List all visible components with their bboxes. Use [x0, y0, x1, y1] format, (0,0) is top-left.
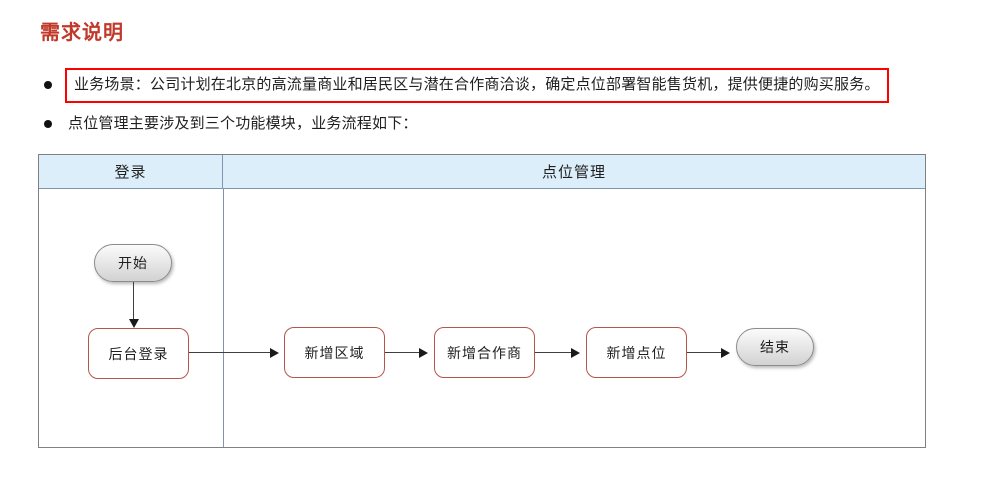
column-divider — [223, 189, 224, 447]
requirement-bullet-business-scenario: 业务场景：公司计划在北京的高流量商业和居民区与潜在合作商洽谈，确定点位部署智能售… — [44, 67, 889, 103]
flow-node-add-site: 新增点位 — [586, 327, 687, 378]
table-body-row: 开始 后台登录 新增区域 新增合作商 新增点位 结束 — [39, 189, 925, 447]
connector-login-to-area — [189, 352, 271, 354]
table-header-row: 登录 点位管理 — [39, 155, 925, 189]
connector-site-to-end — [687, 352, 722, 354]
flow-node-add-partner: 新增合作商 — [434, 327, 535, 378]
bullet-dot-icon — [44, 120, 52, 128]
arrow-right-icon — [721, 348, 730, 358]
connector-partner-to-site — [535, 352, 572, 354]
arrow-right-icon — [419, 348, 428, 358]
page-title: 需求说明 — [40, 22, 124, 44]
flow-node-end: 结束 — [736, 328, 814, 366]
connector-start-to-login — [133, 282, 135, 320]
arrow-right-icon — [270, 348, 279, 358]
bullet-dot-icon — [44, 81, 52, 89]
flow-node-backend-login: 后台登录 — [88, 328, 189, 379]
flow-node-start: 开始 — [94, 244, 172, 282]
arrow-down-icon — [128, 319, 139, 328]
table-header-login: 登录 — [39, 155, 223, 188]
business-flow-table: 登录 点位管理 开始 后台登录 新增区域 新增合作商 新增点位 结束 — [38, 154, 926, 448]
requirement-bullet-modules: 点位管理主要涉及到三个功能模块，业务流程如下： — [44, 110, 418, 138]
connector-area-to-partner — [385, 352, 420, 354]
business-scenario-text: 业务场景：公司计划在北京的高流量商业和居民区与潜在合作商洽谈，确定点位部署智能售… — [65, 67, 889, 103]
table-header-point-management: 点位管理 — [541, 164, 606, 181]
flow-node-add-area: 新增区域 — [284, 327, 385, 378]
arrow-right-icon — [571, 348, 580, 358]
modules-intro-text: 点位管理主要涉及到三个功能模块，业务流程如下： — [68, 115, 418, 132]
